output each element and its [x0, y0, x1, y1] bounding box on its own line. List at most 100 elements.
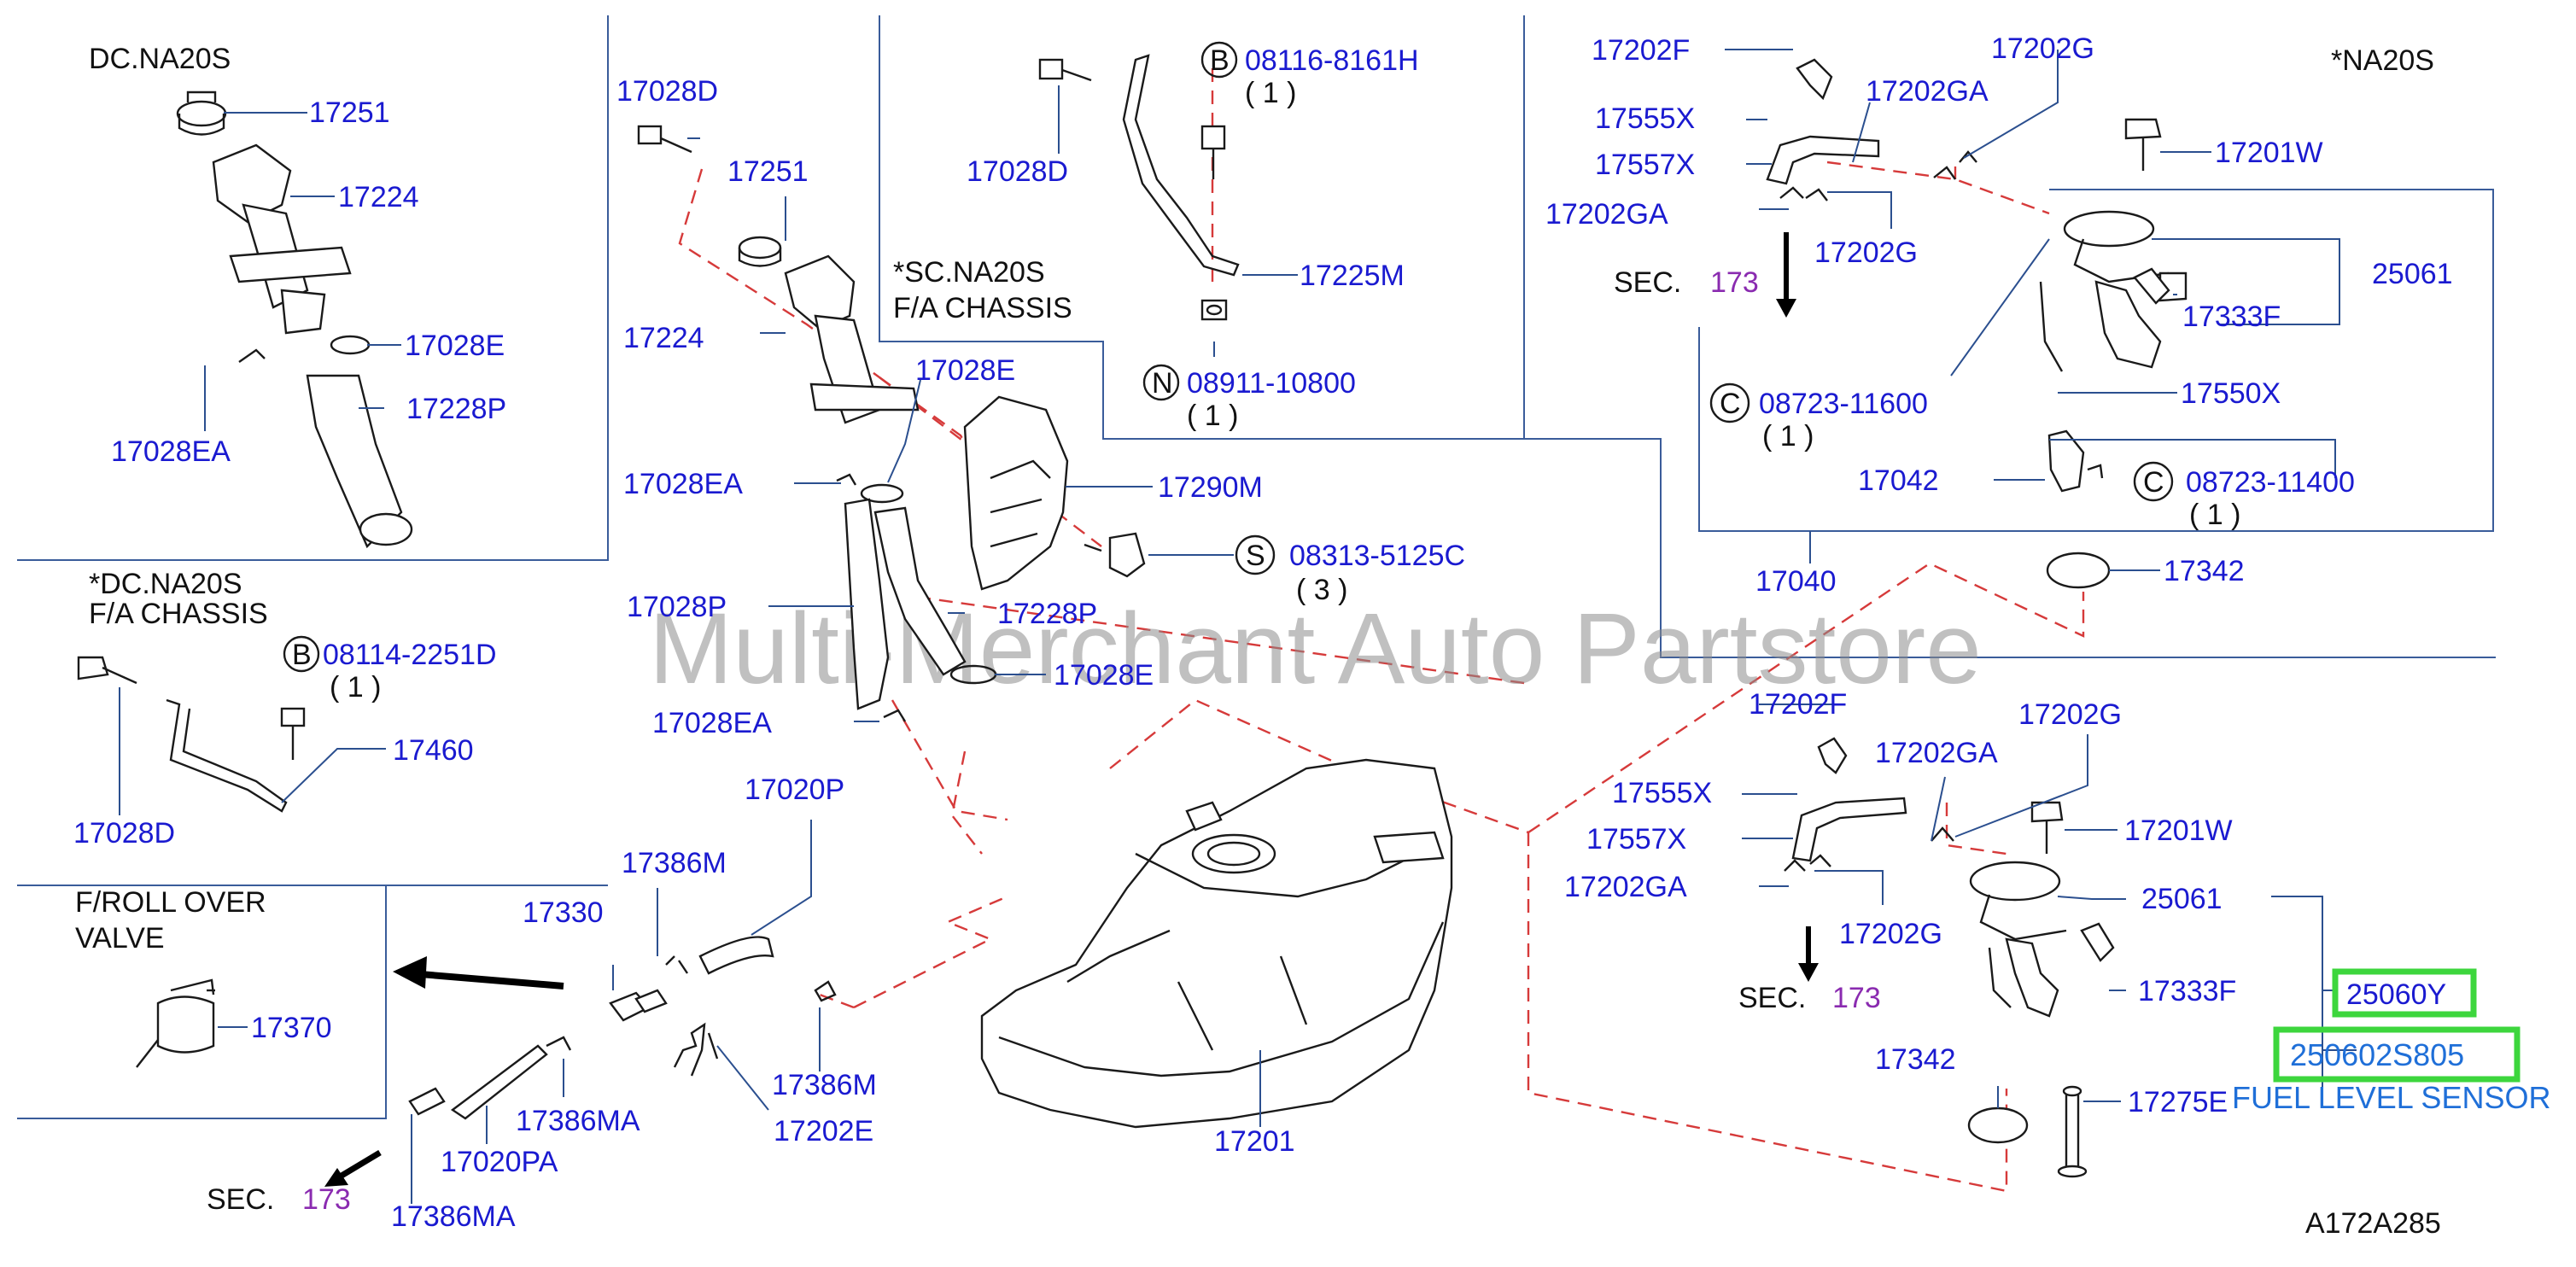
- part-17202GA[interactable]: 17202GA: [1866, 75, 1989, 108]
- part-17225M[interactable]: 17225M: [1300, 260, 1405, 292]
- marker-C: C: [1720, 388, 1741, 420]
- part-08114-2251D[interactable]: 08114-2251D: [323, 639, 497, 671]
- part-17557X[interactable]: 17557X: [1586, 823, 1686, 855]
- nut-icon: [1200, 299, 1228, 321]
- fuel-level-sensor-label: FUEL LEVEL SENSOR: [2232, 1080, 2550, 1115]
- part-17330[interactable]: 17330: [523, 896, 604, 929]
- qty: ( 1 ): [2189, 499, 2240, 531]
- part-17028E[interactable]: 17028E: [405, 330, 505, 362]
- part-17040[interactable]: 17040: [1755, 565, 1837, 598]
- part-17557X[interactable]: 17557X: [1595, 149, 1695, 181]
- part-250602S805[interactable]: 250602S805: [2290, 1037, 2464, 1072]
- part-17202GA[interactable]: 17202GA: [1564, 871, 1687, 903]
- part-08723-11600[interactable]: 08723-11600: [1759, 388, 1928, 420]
- part-17202G[interactable]: 17202G: [1991, 32, 2094, 65]
- part-17275E[interactable]: 17275E: [2128, 1086, 2228, 1118]
- part-17342[interactable]: 17342: [2164, 555, 2245, 587]
- strap-icon: [1122, 54, 1240, 277]
- part-25061[interactable]: 25061: [2141, 883, 2223, 915]
- part-17028E[interactable]: 17028E: [915, 354, 1015, 387]
- part-17460[interactable]: 17460: [393, 734, 474, 767]
- shield-icon: [963, 395, 1069, 591]
- section-label: *NA20S: [2331, 44, 2434, 77]
- sender-pin-icon: [2057, 1085, 2088, 1178]
- part-17333F[interactable]: 17333F: [2138, 975, 2236, 1007]
- part-17224[interactable]: 17224: [338, 181, 419, 213]
- filler-system: 17028D 17251 17224 17028E 17028EA 17028P…: [616, 75, 1465, 739]
- part-17550X[interactable]: 17550X: [2181, 377, 2281, 410]
- part-17202E[interactable]: 17202E: [774, 1115, 873, 1147]
- section-label: F/A CHASSIS: [89, 598, 268, 630]
- part-17028D[interactable]: 17028D: [73, 817, 175, 850]
- part-17202G[interactable]: 17202G: [1839, 918, 1942, 950]
- part-17251[interactable]: 17251: [727, 155, 809, 188]
- clip-icon: [1796, 58, 1833, 101]
- gasket-icon: [2046, 552, 2111, 589]
- part-17028D[interactable]: 17028D: [616, 75, 718, 108]
- filler-neck-icon: [212, 143, 352, 335]
- part-25060Y[interactable]: 25060Y: [2346, 978, 2446, 1011]
- part-17042[interactable]: 17042: [1858, 464, 1939, 497]
- clamp-icon: [1784, 826, 1954, 872]
- part-08313-5125C[interactable]: 08313-5125C: [1289, 540, 1465, 572]
- part-17202G[interactable]: 17202G: [1814, 236, 1918, 269]
- hose-icon: [1791, 797, 1907, 862]
- hose-icon: [306, 374, 413, 549]
- part-17202G[interactable]: 17202G: [2018, 698, 2122, 731]
- panel-borders: [17, 15, 2496, 1119]
- filler-cap-icon: [738, 236, 782, 267]
- marker-C: C: [2143, 466, 2164, 499]
- part-17251[interactable]: 17251: [309, 96, 390, 129]
- part-17386M[interactable]: 17386M: [772, 1069, 877, 1101]
- section-label: F/A CHASSIS: [893, 292, 1072, 324]
- part-08116-8161H[interactable]: 08116-8161H: [1245, 44, 1419, 77]
- marker-N: N: [1152, 367, 1173, 400]
- section-label: *DC.NA20S: [89, 568, 242, 600]
- part-17386M[interactable]: 17386M: [622, 847, 727, 879]
- gasket-icon: [1967, 1106, 2029, 1144]
- part-17555X[interactable]: 17555X: [1612, 777, 1712, 809]
- part-17333F[interactable]: 17333F: [2182, 301, 2281, 333]
- panel-dc-fa-chassis: *DC.NA20S F/A CHASSIS B 08114-2251D ( 1 …: [73, 568, 497, 850]
- valve-icon: [136, 978, 215, 1068]
- part-17028EA[interactable]: 17028EA: [652, 707, 772, 739]
- part-17020P[interactable]: 17020P: [745, 774, 844, 806]
- part-17202F[interactable]: 17202F: [1749, 688, 1847, 721]
- sec-number[interactable]: 173: [302, 1183, 351, 1216]
- pump-assembly-icon: [1969, 861, 2067, 1018]
- filler-neck-icon: [784, 254, 920, 424]
- sec-number[interactable]: 173: [1710, 266, 1759, 299]
- section-label: F/ROLL OVER: [75, 886, 266, 919]
- part-17028E[interactable]: 17028E: [1054, 659, 1154, 692]
- part-17386MA[interactable]: 17386MA: [516, 1105, 640, 1137]
- part-17028D[interactable]: 17028D: [967, 155, 1068, 188]
- part-17555X[interactable]: 17555X: [1595, 102, 1695, 135]
- part-17201W[interactable]: 17201W: [2124, 814, 2233, 847]
- part-17202GA[interactable]: 17202GA: [1545, 198, 1668, 231]
- clip-icon: [1817, 737, 1848, 774]
- arrow-head-icon: [1798, 963, 1819, 982]
- part-17202F[interactable]: 17202F: [1592, 34, 1690, 67]
- part-17290M[interactable]: 17290M: [1158, 471, 1263, 504]
- part-17370[interactable]: 17370: [251, 1012, 332, 1044]
- part-17020PA[interactable]: 17020PA: [441, 1146, 558, 1178]
- part-08723-11400[interactable]: 08723-11400: [2186, 466, 2355, 499]
- part-25061[interactable]: 25061: [2372, 258, 2453, 290]
- part-17028EA[interactable]: 17028EA: [623, 468, 743, 500]
- part-17228P[interactable]: 17228P: [406, 393, 506, 425]
- bolt-icon: [1200, 125, 1226, 179]
- part-17224[interactable]: 17224: [623, 322, 704, 354]
- part-08911-10800[interactable]: 08911-10800: [1187, 367, 1356, 400]
- part-17201[interactable]: 17201: [1214, 1125, 1295, 1158]
- part-17028P[interactable]: 17028P: [627, 591, 727, 623]
- part-17201W[interactable]: 17201W: [2215, 137, 2323, 169]
- part-17028EA[interactable]: 17028EA: [111, 435, 231, 468]
- part-17202GA[interactable]: 17202GA: [1875, 737, 1998, 769]
- part-17386MA[interactable]: 17386MA: [391, 1200, 516, 1233]
- part-17228P[interactable]: 17228P: [997, 598, 1097, 630]
- clamp-icon: [238, 335, 371, 363]
- arrow-head-icon: [1776, 299, 1796, 318]
- sec-number[interactable]: 173: [1832, 982, 1881, 1014]
- part-17342[interactable]: 17342: [1875, 1043, 1956, 1076]
